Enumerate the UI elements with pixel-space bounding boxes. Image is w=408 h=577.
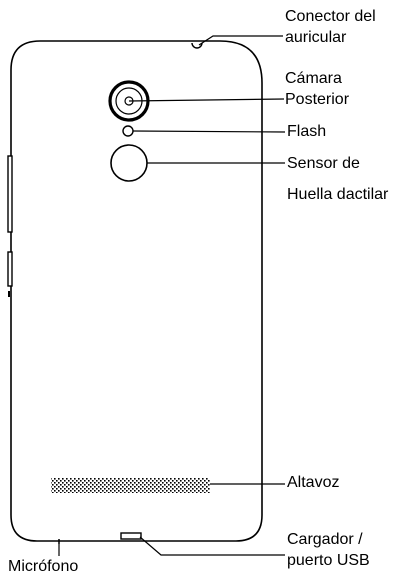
label-speaker: Altavoz bbox=[287, 474, 340, 491]
label-headphone-jack: Conector del auricular bbox=[285, 6, 376, 48]
leader-charger bbox=[139, 536, 285, 556]
phone-body-outline bbox=[10, 40, 263, 542]
headphone-jack bbox=[191, 42, 203, 49]
leader-flash bbox=[132, 130, 286, 133]
label-fingerprint-line2: Huella dactilar bbox=[287, 186, 389, 203]
usb-port bbox=[120, 532, 142, 540]
label-rear-camera-line2: Posterior bbox=[285, 91, 350, 108]
label-rear-camera: Cámara Posterior bbox=[285, 68, 349, 110]
leader-rear-camera bbox=[128, 98, 285, 102]
label-flash: Flash bbox=[287, 123, 327, 140]
label-fingerprint-line1: Sensor de bbox=[287, 155, 360, 172]
label-headphone-jack-line1: Conector del bbox=[285, 8, 376, 25]
label-charger-line2: puerto USB bbox=[287, 552, 370, 569]
fingerprint-sensor bbox=[110, 144, 148, 182]
speaker-grille bbox=[51, 478, 210, 493]
label-headphone-jack-line2: auricular bbox=[285, 29, 347, 46]
power-button bbox=[7, 251, 13, 287]
flash-led bbox=[122, 125, 134, 137]
label-rear-camera-line1: Cámara bbox=[285, 70, 342, 87]
leader-headphone-jack bbox=[198, 35, 283, 46]
label-charger-port: Cargador / puerto USB bbox=[287, 529, 370, 571]
label-fingerprint-sensor: Sensor de Huella dactilar bbox=[287, 153, 388, 205]
volume-button bbox=[7, 155, 13, 233]
label-charger-line1: Cargador / bbox=[287, 531, 363, 548]
label-microphone: Micrófono bbox=[8, 558, 79, 575]
